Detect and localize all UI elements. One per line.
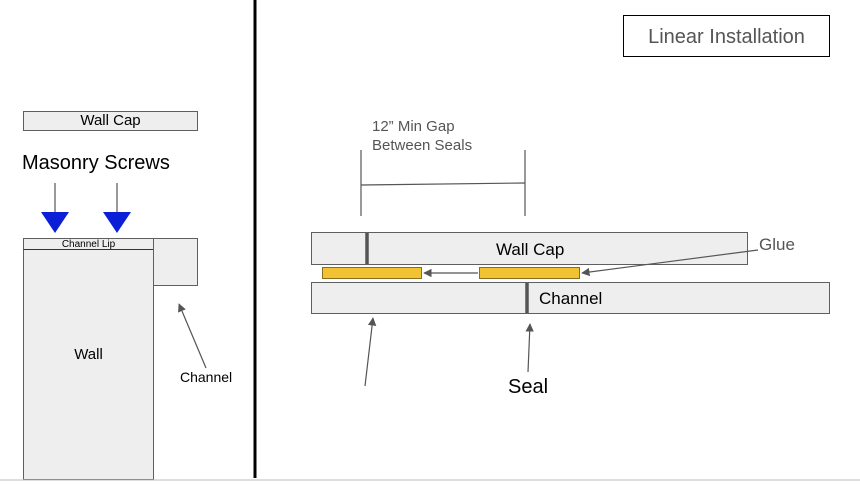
seal-pointer-left	[364, 317, 377, 387]
gap-note-line-1: 12” Min Gap	[372, 118, 455, 135]
glue-strip-left	[322, 267, 422, 279]
right-channel-box	[311, 282, 830, 314]
title-box	[623, 15, 830, 57]
masonry-screws-label: Masonry Screws	[22, 152, 170, 174]
screw-arrow-left	[41, 183, 69, 233]
gap-dimension	[360, 150, 526, 216]
right-wall-cap-box	[311, 232, 748, 265]
seal-label: Seal	[508, 376, 549, 398]
right-wall-cap-label: Wall Cap	[496, 240, 565, 259]
seal-pointer-center	[525, 323, 534, 373]
glue-strip-right	[479, 267, 580, 279]
left-wall-cap-box	[23, 111, 198, 131]
screw-arrow-right	[103, 183, 131, 233]
left-channel-pointer	[178, 303, 207, 369]
wall-label: Wall	[74, 346, 103, 363]
left-channel-label: Channel	[180, 369, 233, 385]
glue-label: Glue	[759, 235, 795, 254]
right-channel-label: Channel	[539, 289, 603, 308]
diagram-title: Linear Installation	[648, 26, 805, 48]
channel-lip-label: Channel Lip	[61, 239, 116, 250]
left-channel-box	[153, 238, 198, 286]
glue-pointer	[581, 249, 759, 277]
left-wall-cap-label: Wall Cap	[80, 112, 141, 129]
gap-note-line-2: Between Seals	[372, 137, 473, 154]
